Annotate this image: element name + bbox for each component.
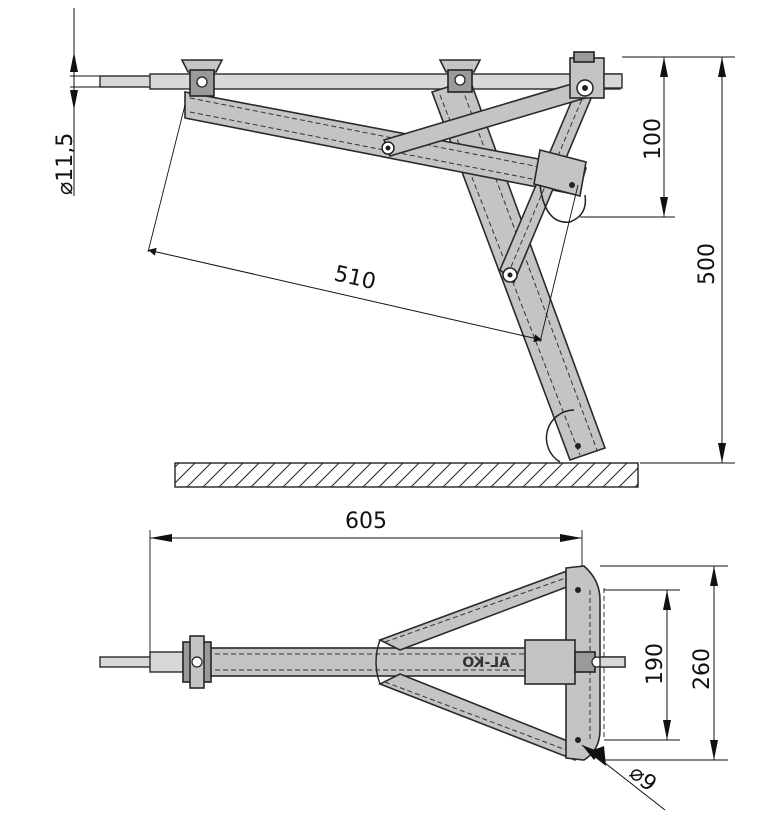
ground-hatch-line: [474, 462, 500, 488]
ground-hatch-line: [634, 483, 639, 488]
dim-arm-length-label: 510: [332, 261, 379, 295]
ground: [174, 462, 639, 488]
ground-hatch-line: [378, 462, 404, 488]
main-beam: AL-KO: [209, 647, 531, 677]
dim-hole-diameter: ⌀9: [581, 744, 666, 811]
dim-height-upper-label: 100: [641, 118, 666, 160]
dim-rod-diameter: ⌀11,5: [53, 8, 100, 196]
foot-plate: [545, 409, 575, 463]
ground-hatch-line: [442, 462, 468, 488]
dim-width-inner-label: 190: [643, 643, 668, 685]
dim-width-inner: 190: [604, 589, 680, 741]
middle-clamp: [438, 59, 482, 93]
ground-hatch-line: [618, 467, 639, 488]
ground-hatch-line: [186, 462, 212, 488]
ground-hatch-line: [554, 462, 580, 488]
upper-triangle-arm: [377, 566, 582, 651]
ground-hatch-line: [234, 462, 260, 488]
mounting-rod: [99, 73, 621, 90]
ground-hatch-line: [314, 462, 340, 488]
dim-length-total: 605: [149, 509, 583, 652]
ground-hatch-line: [522, 462, 548, 488]
center-housing: [524, 639, 626, 685]
left-clamp: [180, 59, 224, 97]
ground-hatch-line: [538, 462, 564, 488]
dim-rod-diameter-label: ⌀11,5: [53, 133, 78, 195]
ground-hatch-line: [218, 462, 244, 488]
dim-hole-diameter-label: ⌀9: [624, 760, 661, 797]
brand-mark: AL-KO: [462, 655, 510, 671]
ground-hatch-line: [586, 462, 612, 488]
ground-hatch-line: [298, 462, 324, 488]
ground-hatch-line: [346, 462, 372, 488]
ground-hatch-line: [394, 462, 420, 488]
ground-hatch-line: [506, 462, 532, 488]
ground-hatch-line: [330, 462, 356, 488]
ground-hatch-line: [426, 462, 452, 488]
lower-triangle-arm: [378, 673, 582, 762]
top-view: AL-KO: [99, 509, 728, 811]
ground-hatch-line: [282, 462, 308, 488]
right-bracket: [569, 51, 623, 99]
ground-hatch-line: [266, 462, 292, 488]
ground-hatch-line: [202, 462, 228, 488]
ground-hatch-line: [174, 462, 180, 468]
ground-hatch-line: [570, 462, 596, 488]
side-view: ⌀11,5 100 500 510: [53, 8, 735, 488]
ground-hatch-line: [250, 462, 276, 488]
ground-hatch-line: [362, 462, 388, 488]
ground-hatch-line: [410, 462, 436, 488]
dim-width-outer-label: 260: [690, 648, 715, 690]
ground-hatch-line: [602, 462, 628, 488]
dim-length-total-label: 605: [345, 509, 387, 534]
dim-height-total-label: 500: [695, 243, 720, 285]
top-left-clamp: [182, 635, 212, 689]
ground-hatch-line: [490, 462, 516, 488]
dim-height-total: 500: [622, 56, 735, 464]
leg-collar: [533, 149, 587, 223]
ground-hatch-line: [458, 462, 484, 488]
ground-hatch-line: [174, 462, 196, 484]
dim-width-outer: 260: [600, 565, 728, 761]
